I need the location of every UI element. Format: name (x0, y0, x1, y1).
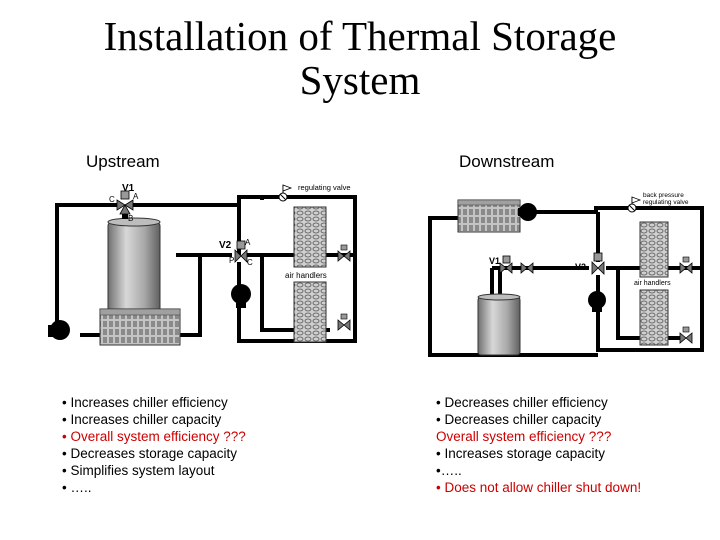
upstream-bullet: • Increases chiller capacity (62, 412, 222, 427)
downstream-bullet-list: • Decreases chiller efficiency • Decreas… (436, 394, 641, 496)
downstream-storage-tank (477, 293, 521, 356)
upstream-ah-valve-1 (337, 244, 351, 262)
upstream-valve-v2 (234, 240, 248, 263)
upstream-v2-label: V2 (219, 240, 232, 251)
downstream-bullet: • Decreases chiller efficiency (436, 395, 608, 410)
upstream-v2-c-label: C (247, 258, 253, 267)
downstream-check-valve (520, 262, 534, 274)
downstream-bullet: • Decreases chiller capacity (436, 412, 602, 427)
upstream-bullet: • Simplifies system layout (62, 463, 215, 478)
upstream-pump-2 (231, 284, 251, 308)
upstream-ah-valve-2 (337, 313, 351, 331)
downstream-chiller (457, 199, 521, 233)
downstream-air-handler-1 (639, 221, 669, 278)
upstream-storage-tank (107, 217, 161, 319)
upstream-v2-a-label: A (245, 238, 251, 247)
upstream-bullet-list: • Increases chiller efficiency • Increas… (62, 394, 246, 496)
downstream-pump-1 (518, 203, 537, 221)
downstream-ah-valve-1 (679, 256, 693, 274)
downstream-bullet: •….. (436, 463, 462, 478)
upstream-air-handler-1 (293, 206, 327, 268)
downstream-bullet: • Does not allow chiller shut down! (436, 480, 642, 495)
downstream-air-handler-2 (639, 289, 669, 346)
downstream-heading: Downstream (459, 152, 555, 171)
upstream-v1-a-label: A (133, 192, 139, 201)
downstream-air-handlers-label: air handlers (634, 280, 671, 287)
downstream-pump-2 (588, 291, 606, 312)
title-line-2: System (299, 57, 421, 103)
upstream-pump-1 (48, 320, 70, 340)
downstream-bullet: • Increases storage capacity (436, 446, 606, 461)
upstream-diagram: V1 A C B V2 A P C regulating valve air h… (48, 183, 357, 346)
upstream-regulating-valve-label: regulating valve (298, 183, 351, 192)
title-line-1: Installation of Thermal Storage (103, 13, 617, 59)
downstream-regulating-valve-label-2: regulating valve (643, 199, 689, 206)
upstream-bullet: • ….. (62, 480, 92, 495)
upstream-bullet: • Overall system efficiency ??? (62, 429, 246, 444)
upstream-v1-c-label: C (109, 195, 115, 204)
slide-title: Installation of Thermal Storage System (0, 14, 720, 102)
downstream-v2-label: V2 (575, 262, 586, 272)
upstream-v1-b-label: B (128, 214, 133, 223)
upstream-bullet: • Decreases storage capacity (62, 446, 238, 461)
downstream-v1-label: V1 (489, 256, 500, 266)
upstream-heading: Upstream (86, 152, 160, 171)
downstream-valve-v2 (591, 252, 605, 275)
downstream-valve-v1 (499, 255, 513, 274)
upstream-air-handlers-label: air handlers (285, 271, 327, 280)
downstream-regulating-valve (627, 196, 642, 213)
downstream-bullet: Overall system efficiency ??? (436, 429, 612, 444)
downstream-ah-valve-2 (679, 326, 693, 344)
upstream-regulating-valve (278, 184, 293, 202)
upstream-bullet: • Increases chiller efficiency (62, 395, 228, 410)
upstream-chiller (99, 308, 181, 346)
upstream-air-handler-2 (293, 281, 327, 343)
downstream-regulating-valve-label-1: back pressure (643, 192, 684, 199)
downstream-diagram: V1 V2 back pressure regulating valve air… (428, 192, 704, 357)
upstream-valve-v1 (116, 190, 134, 219)
upstream-v2-p-label: P (229, 256, 234, 265)
upstream-v1-label: V1 (122, 183, 135, 194)
